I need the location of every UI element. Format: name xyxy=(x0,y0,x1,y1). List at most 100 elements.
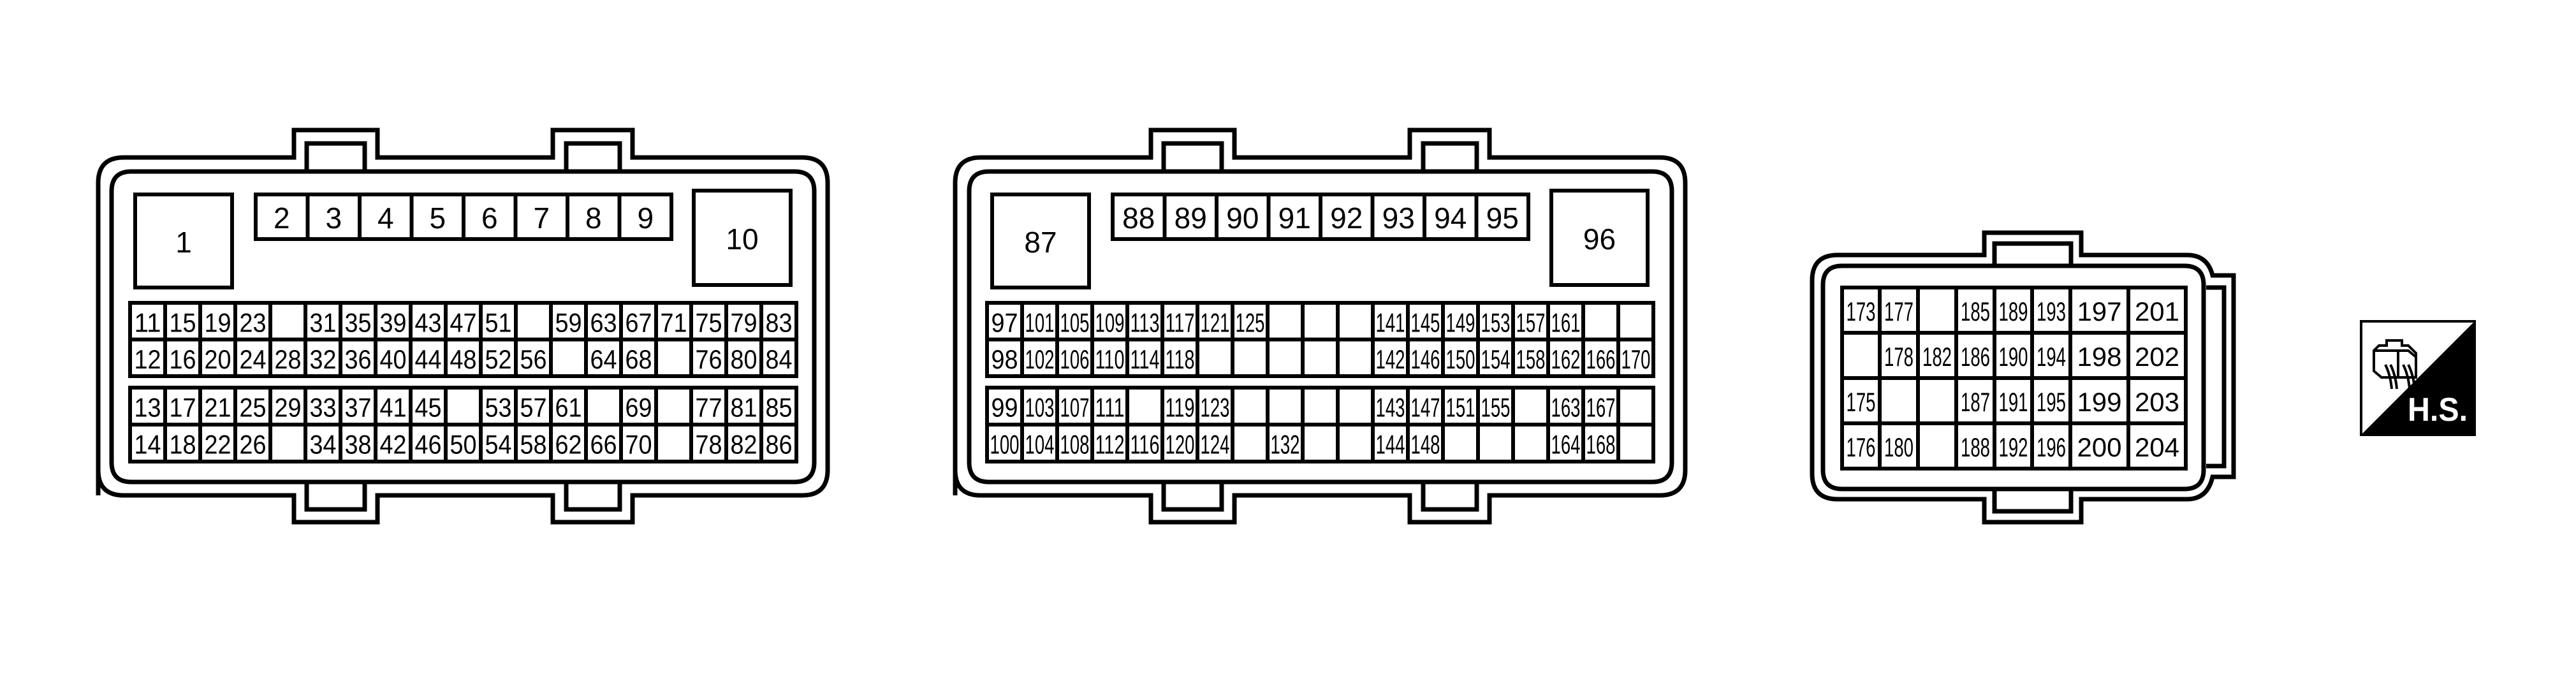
pin-terminal: 12 xyxy=(128,337,167,378)
pin-number: 1 xyxy=(175,226,192,259)
pin-terminal: 6 xyxy=(462,193,518,241)
pin-terminal: 102 xyxy=(1020,337,1059,378)
pin-number: 89 xyxy=(1175,201,1207,235)
empty-cavity xyxy=(1336,386,1375,427)
pin-number: 191 xyxy=(1999,387,2028,417)
pin-terminal: 80 xyxy=(724,337,763,378)
pin-terminal: 93 xyxy=(1370,193,1426,241)
pin-number: 149 xyxy=(1446,307,1475,337)
empty-cavity xyxy=(1336,301,1375,342)
pin-number: 42 xyxy=(380,430,407,460)
connector-2-lock-tab-top-left xyxy=(1161,141,1224,171)
pin-terminal: 178 xyxy=(1878,331,1920,380)
pin-terminal: 89 xyxy=(1162,193,1218,241)
pin-number: 85 xyxy=(766,393,793,423)
pin-terminal: 125 xyxy=(1231,301,1270,342)
pin-number: 145 xyxy=(1411,307,1440,337)
pin-number: 40 xyxy=(380,344,407,374)
pin-number: 12 xyxy=(135,344,161,374)
pin-terminal: 11 xyxy=(128,301,167,342)
empty-cavity xyxy=(1476,423,1515,463)
pin-terminal: 155 xyxy=(1476,386,1515,427)
empty-cavity xyxy=(1231,423,1270,463)
pin-number: 113 xyxy=(1131,307,1160,337)
pin-number: 23 xyxy=(240,307,267,337)
pin-number: 190 xyxy=(1999,342,2028,372)
empty-cavity xyxy=(1878,376,1920,425)
pin-terminal: 147 xyxy=(1406,386,1445,427)
connector-2-inner-housing xyxy=(967,169,1674,485)
empty-cavity xyxy=(1616,301,1655,342)
pin-terminal: 8 xyxy=(566,193,622,241)
pin-terminal: 193 xyxy=(2030,286,2072,335)
pin-number: 56 xyxy=(520,344,547,374)
connector-1-lock-tab-top-right xyxy=(564,141,622,171)
pin-number: 180 xyxy=(1884,432,1914,462)
pin-terminal: 202 xyxy=(2126,331,2188,380)
pin-terminal: 84 xyxy=(759,337,798,378)
pin-terminal: 87 xyxy=(990,193,1091,289)
pin-number: 204 xyxy=(2135,432,2179,462)
pin-terminal: 51 xyxy=(479,301,518,342)
pin-number: 91 xyxy=(1278,201,1311,235)
pin-terminal: 9 xyxy=(617,193,673,241)
connector-2-outer-housing xyxy=(953,128,1688,525)
pin-number: 202 xyxy=(2135,342,2179,372)
harness-side-icon: H.S. xyxy=(2360,320,2476,436)
empty-cavity xyxy=(1301,386,1340,427)
pin-number: 101 xyxy=(1025,307,1055,337)
pin-terminal: 157 xyxy=(1511,301,1550,342)
pin-number: 36 xyxy=(345,344,372,374)
pin-terminal: 177 xyxy=(1878,286,1920,335)
empty-cavity xyxy=(654,337,693,378)
pin-terminal: 92 xyxy=(1319,193,1375,241)
pin-number: 196 xyxy=(2037,432,2066,462)
empty-cavity xyxy=(1336,337,1375,378)
empty-cavity xyxy=(1231,337,1270,378)
pin-number: 46 xyxy=(415,430,442,460)
pin-terminal: 116 xyxy=(1125,423,1164,463)
pin-terminal: 1 xyxy=(133,193,234,289)
pin-terminal: 170 xyxy=(1616,337,1655,378)
pin-number: 64 xyxy=(590,344,617,374)
pin-number: 107 xyxy=(1060,393,1090,423)
pin-number: 17 xyxy=(170,393,196,423)
pin-terminal: 82 xyxy=(724,423,763,463)
pin-number: 150 xyxy=(1446,344,1475,374)
pin-number: 148 xyxy=(1411,430,1440,460)
pin-terminal: 10 xyxy=(692,189,793,287)
pin-number: 86 xyxy=(766,430,793,460)
pin-terminal: 28 xyxy=(268,337,307,378)
pin-number: 87 xyxy=(1024,226,1057,259)
pin-number: 20 xyxy=(205,344,231,374)
connector-glyph-icon xyxy=(2373,339,2417,390)
pin-terminal: 188 xyxy=(1954,421,1996,471)
pin-number: 11 xyxy=(135,307,161,337)
pin-number: 9 xyxy=(637,201,654,235)
pin-terminal: 97 xyxy=(985,301,1024,342)
pin-terminal: 76 xyxy=(689,337,728,378)
pin-terminal: 164 xyxy=(1546,423,1585,463)
pin-number: 34 xyxy=(310,430,337,460)
pin-terminal: 158 xyxy=(1511,337,1550,378)
connector-2-lock-tab-bottom-left xyxy=(1161,482,1224,512)
pin-number: 189 xyxy=(1999,296,2028,326)
pin-number: 43 xyxy=(415,307,442,337)
pin-terminal: 150 xyxy=(1441,337,1480,378)
empty-cavity xyxy=(1616,423,1655,463)
connector-2-lock-tab-top-right xyxy=(1421,141,1479,171)
pin-number: 3 xyxy=(325,201,342,235)
pin-terminal: 25 xyxy=(233,386,272,427)
empty-cavity xyxy=(1266,386,1305,427)
empty-cavity xyxy=(549,337,588,378)
pin-number: 78 xyxy=(696,430,722,460)
pin-number: 79 xyxy=(731,307,757,337)
pin-number: 168 xyxy=(1586,430,1616,460)
pin-number: 6 xyxy=(481,201,498,235)
pin-terminal: 26 xyxy=(233,423,272,463)
pin-number: 199 xyxy=(2077,387,2121,417)
pin-number: 173 xyxy=(1847,296,1876,326)
empty-cavity xyxy=(1301,337,1340,378)
empty-cavity xyxy=(1840,331,1882,380)
connector-1-outer-housing xyxy=(96,128,830,525)
